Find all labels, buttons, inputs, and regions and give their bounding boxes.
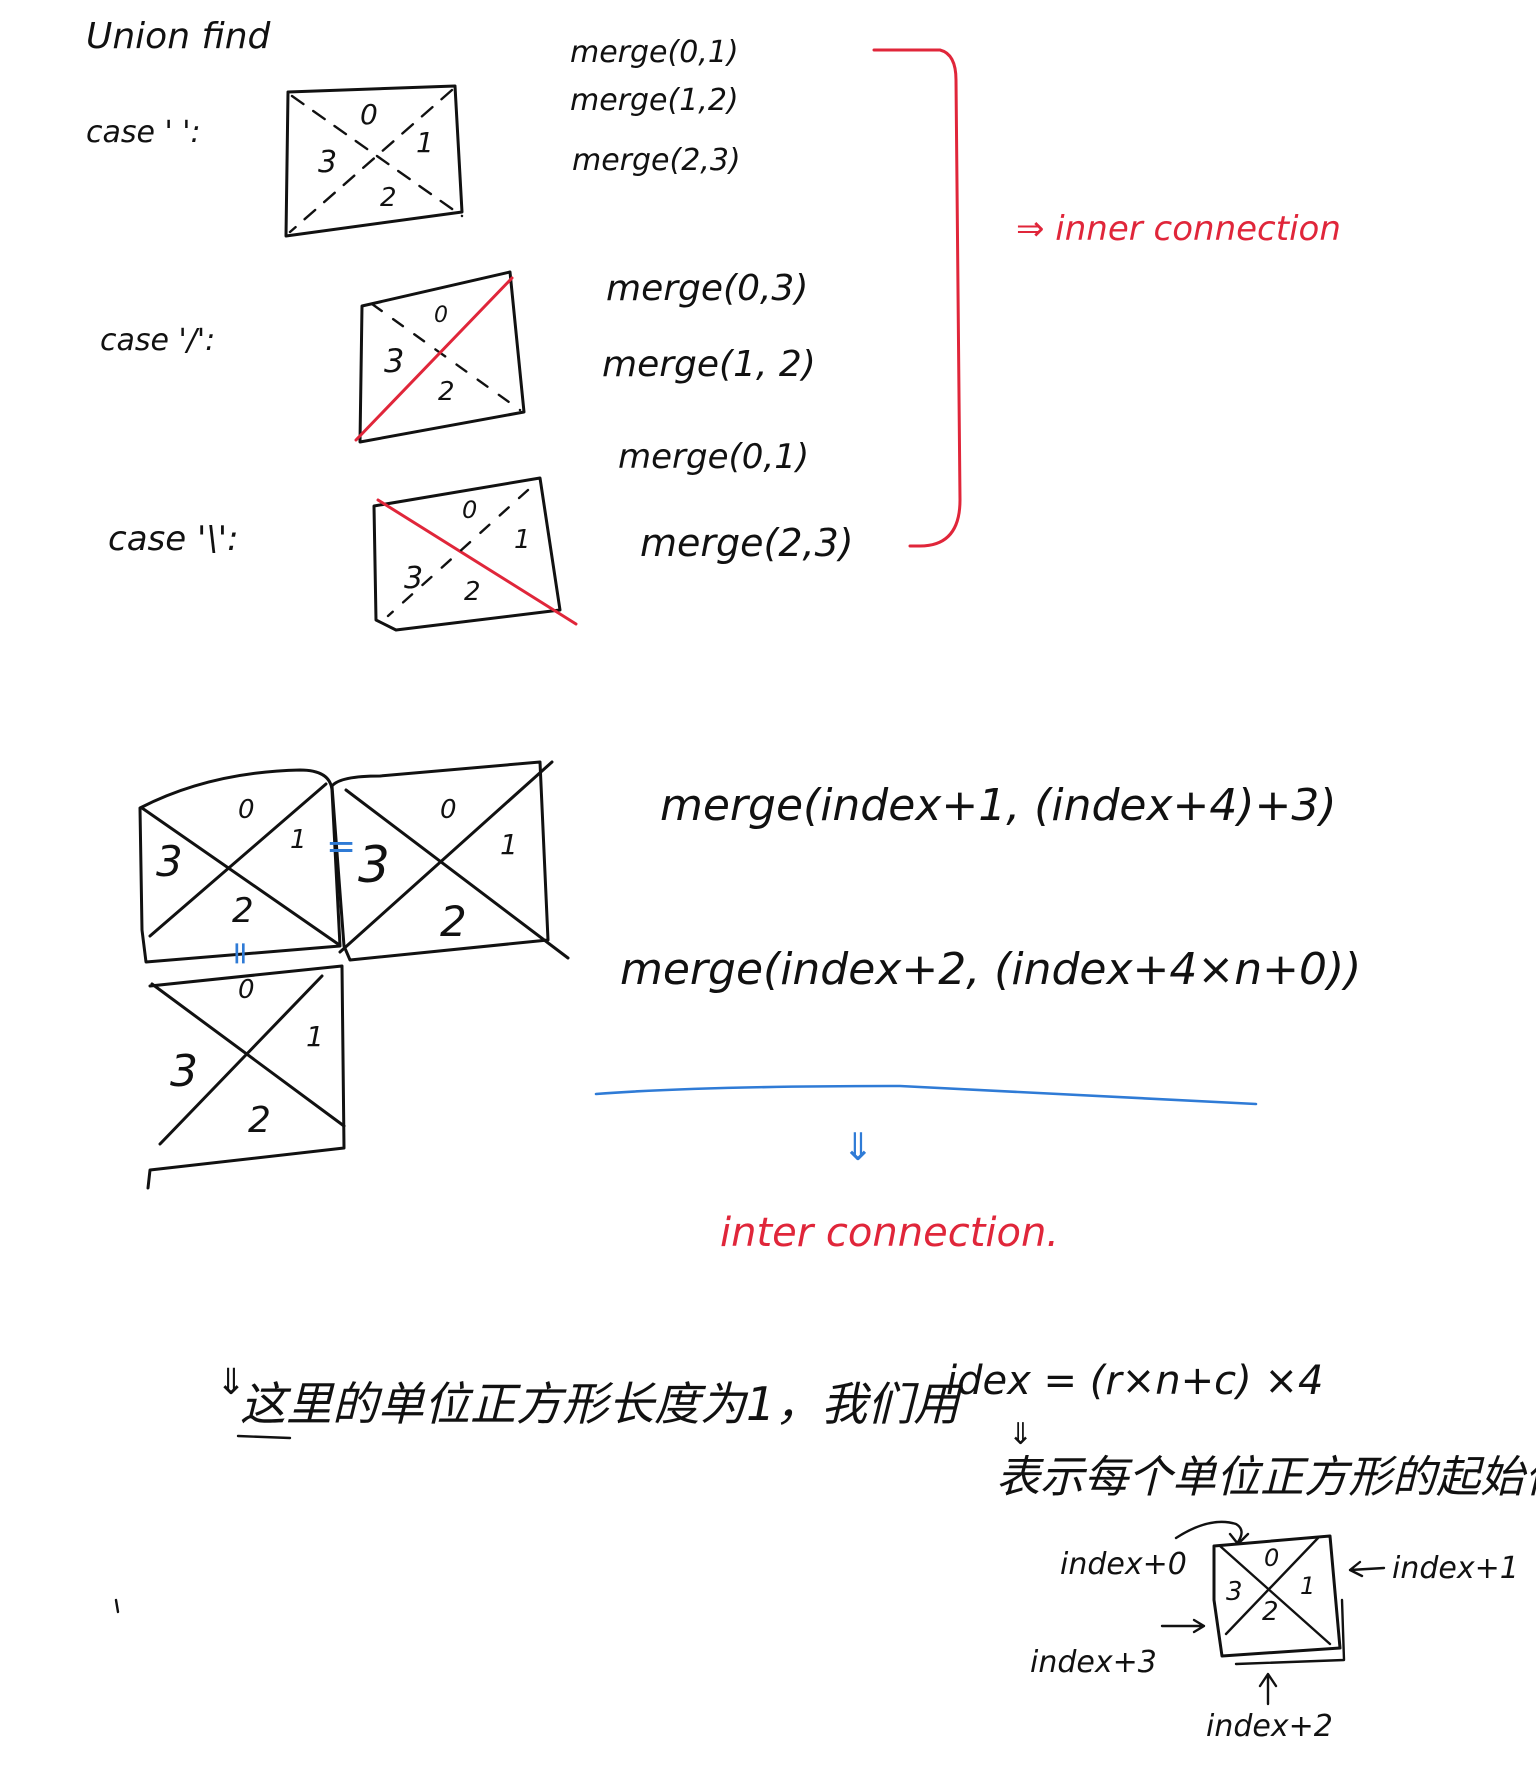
page-title: Union find [86, 16, 272, 57]
case-1-square: 0 1 2 3 [284, 84, 464, 238]
inter-merge-1: merge(index+1, (index+4)+3) [660, 780, 1337, 831]
inter-cell-bottom: 0 1 2 3 [146, 964, 346, 1190]
case-1-label: case ' ': [86, 115, 201, 150]
index2-arrow [1258, 1672, 1278, 1706]
inter-cell-2-q3: 3 [358, 836, 390, 894]
case-3-q0: 0 [462, 496, 477, 524]
case-1-q3: 3 [318, 145, 337, 180]
case-1: case ' ': 0 1 2 3 merge(0,1) merge(1,2) … [86, 35, 741, 238]
case-1-merge-2: merge(1,2) [570, 83, 739, 118]
equal-mark-vertical: = [222, 940, 260, 967]
index0-arrow [1174, 1520, 1250, 1546]
index-q2: 2 [1262, 1597, 1279, 1627]
case-3-q3: 3 [404, 561, 423, 596]
inner-connection-bracket [872, 48, 962, 548]
index3-label: index+3 [1030, 1645, 1157, 1680]
index-q3: 3 [1226, 1577, 1243, 1607]
index3-arrow [1160, 1618, 1206, 1634]
index-q0: 0 [1264, 1544, 1279, 1572]
note-arrow: ⇓ [216, 1362, 246, 1403]
ink-speck [114, 1598, 120, 1614]
case-2-label: case '/': [100, 323, 215, 358]
note-underline [236, 1434, 292, 1440]
case-2: case '/': 0 2 3 merge(0,3) merge(1, 2) [100, 268, 816, 444]
inter-cell-3-q3: 3 [170, 1046, 198, 1097]
case-3-label: case '\': [108, 519, 239, 559]
case-2-q2: 2 [438, 377, 455, 407]
case-3-merge-1: merge(0,1) [618, 437, 809, 477]
inter-cell-2-q0: 0 [440, 795, 457, 825]
case-3: case '\': 0 1 2 3 merge(0,1) merge(2,3) [108, 437, 854, 632]
index2-label: index+2 [1206, 1709, 1333, 1744]
case-1-q0: 0 [360, 98, 378, 131]
index-q1: 1 [1300, 1572, 1315, 1600]
inter-cell-top-left: 0 1 2 3 [138, 768, 342, 964]
case-2-square: 0 2 3 [354, 270, 526, 444]
index1-label: index+1 [1392, 1551, 1519, 1586]
inter-cell-2-q2: 2 [440, 897, 467, 946]
inter-cell-top-right: 0 1 2 3 [330, 760, 570, 962]
index1-arrow [1348, 1560, 1386, 1578]
case-3-q2: 2 [464, 577, 481, 607]
inter-cell-3-q2: 2 [248, 1100, 271, 1141]
case-1-q1: 1 [416, 126, 434, 159]
inter-cell-1-q1: 1 [290, 825, 307, 855]
inter-connection-label: inter connection. [720, 1210, 1059, 1256]
case-2-merge-2: merge(1, 2) [602, 344, 816, 385]
note-formula: idex = (r×n+c) ×4 [946, 1358, 1323, 1404]
inter-cell-2-q1: 1 [500, 828, 518, 861]
case-1-q2: 2 [380, 183, 397, 213]
case-3-square: 0 1 2 3 [372, 476, 578, 632]
note-sub-arrow: ⇓ [1008, 1417, 1033, 1452]
note-text: 这里的单位正方形长度为1，我们用 [240, 1377, 963, 1431]
index0-label: index+0 [1060, 1547, 1187, 1582]
inner-connection-label: ⇒ inner connection [1016, 209, 1341, 249]
inter-grid: 0 1 2 3 0 1 2 3 0 1 2 3 = = [138, 760, 570, 1190]
inter-cell-3-q1: 1 [306, 1020, 324, 1053]
inter-cell-1-q0: 0 [238, 795, 255, 825]
inter-cell-1-q2: 2 [232, 891, 254, 931]
case-2-merge-1: merge(0,3) [606, 268, 808, 309]
inter-cell-3-q0: 0 [238, 975, 255, 1005]
inter-cell-1-q3: 3 [156, 837, 183, 886]
case-1-merge-1: merge(0,1) [570, 35, 739, 70]
case-2-q0: 0 [434, 303, 448, 328]
equal-mark-horizontal: = [326, 826, 356, 867]
case-3-merge-2: merge(2,3) [640, 521, 854, 565]
divider-line [594, 1084, 1258, 1106]
inter-merge-2: merge(index+2, (index+4×n+0)) [620, 944, 1361, 995]
case-2-q3: 3 [384, 342, 404, 380]
case-1-merge-3: merge(2,3) [572, 143, 741, 178]
note-sub-text: 表示每个单位正方形的起始位置 [996, 1452, 1536, 1503]
down-arrow-mark: ⇓ [842, 1125, 874, 1169]
case-3-q1: 1 [514, 525, 531, 555]
index-diagram: 0 1 2 3 [1160, 1520, 1386, 1706]
